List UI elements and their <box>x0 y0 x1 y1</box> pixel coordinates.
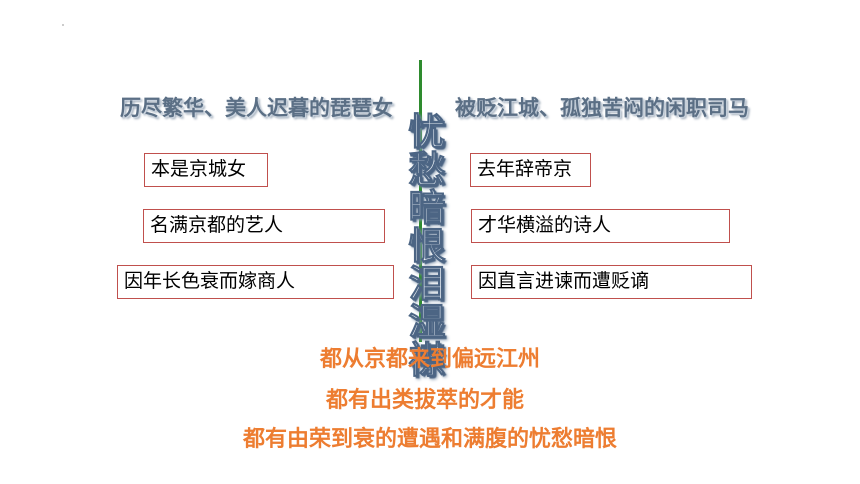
heading-sima: 被贬江城、孤独苦闷的闲职司马 <box>455 95 749 120</box>
left-box-2: 名满京都的艺人 <box>143 209 385 243</box>
center-vertical-title: 忧愁暗恨泪湿襟 <box>402 112 447 379</box>
summary-line-1: 都从京都来到偏远江州 <box>319 347 540 372</box>
summary-line-2: 都有出类拔萃的才能 <box>325 388 524 413</box>
heading-pipa-girl: 历尽繁华、美人迟暮的琵琶女 <box>120 95 393 120</box>
left-box-1: 本是京城女 <box>144 153 268 187</box>
right-box-3: 因直言进谏而遭贬谪 <box>471 265 752 299</box>
summary-line-3: 都有由荣到衰的遭遇和满腹的忧愁暗恨 <box>242 427 617 452</box>
stray-dot <box>62 24 64 26</box>
right-box-1: 去年辞帝京 <box>470 153 591 187</box>
right-box-2: 才华横溢的诗人 <box>471 209 730 243</box>
center-divider-line <box>419 60 422 342</box>
left-box-3: 因年长色衰而嫁商人 <box>117 265 394 299</box>
